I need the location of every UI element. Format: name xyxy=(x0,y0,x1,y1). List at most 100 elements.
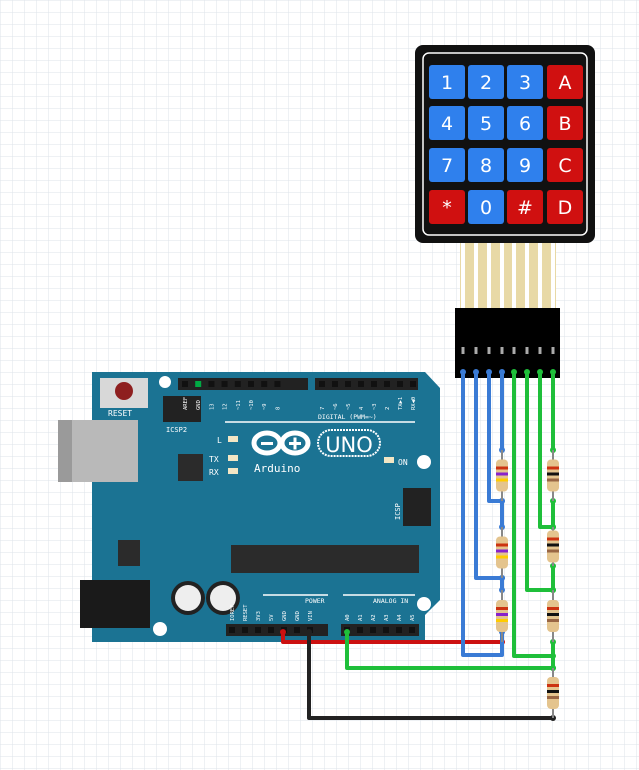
wire-col-1[interactable] xyxy=(512,372,553,658)
arduino-logo: UNO Arduino xyxy=(251,429,381,475)
icsp2-label: ICSP2 xyxy=(166,426,187,434)
key-7[interactable]: 7 xyxy=(429,148,465,182)
digital-label: DIGITAL (PWM=~) xyxy=(318,413,377,421)
key-label: 3 xyxy=(519,72,531,94)
keypad: 1 2 3 A 4 5 6 B 7 8 9 C * 0 # D xyxy=(415,45,595,378)
resistor-4[interactable] xyxy=(547,459,559,492)
icsp-header xyxy=(403,488,431,526)
key-6[interactable]: 6 xyxy=(507,106,543,140)
key-label: 8 xyxy=(480,155,492,177)
reset-label: RESET xyxy=(108,409,132,418)
digital-pin-label: ~11 xyxy=(236,400,242,410)
wire-gnd[interactable] xyxy=(307,632,553,720)
icsp2-header xyxy=(163,396,201,422)
key-4[interactable]: 4 xyxy=(429,106,465,140)
led-ON xyxy=(384,457,394,463)
brand-label: Arduino xyxy=(254,462,300,475)
digital-pin-label: ~9 xyxy=(262,403,268,410)
led-TX xyxy=(228,455,238,461)
resistor-1[interactable] xyxy=(496,459,508,492)
key-1[interactable]: 1 xyxy=(429,65,465,99)
led-RX xyxy=(228,468,238,474)
digital-pin-label: 4 xyxy=(359,406,365,410)
digital-pin-label: 12 xyxy=(223,403,229,410)
digital-pin-label: RX◀0 xyxy=(411,397,417,410)
key-8[interactable]: 8 xyxy=(468,148,504,182)
key-label: 6 xyxy=(519,113,531,135)
key-5[interactable]: 5 xyxy=(468,106,504,140)
key-label: B xyxy=(558,113,571,135)
resistors xyxy=(496,450,559,718)
wires xyxy=(280,369,556,721)
key-label: D xyxy=(558,197,573,219)
digital-pin-label: ~6 xyxy=(333,403,339,410)
wire-col-2[interactable] xyxy=(525,372,553,592)
key-A[interactable]: A xyxy=(547,65,583,99)
key-#[interactable]: # xyxy=(507,190,543,224)
model-label: UNO xyxy=(325,433,373,457)
power-pin-label: GND xyxy=(295,611,301,621)
key-label: A xyxy=(559,72,572,94)
key-label: 2 xyxy=(480,72,492,94)
keypad-connector xyxy=(455,308,560,378)
resistor-5[interactable] xyxy=(547,530,559,563)
key-label: C xyxy=(558,155,571,177)
digital-pin-label: 13 xyxy=(209,403,215,410)
wire-row-3[interactable] xyxy=(487,372,502,503)
key-label: * xyxy=(442,197,452,219)
key-D[interactable]: D xyxy=(547,190,583,224)
wire-row-2[interactable] xyxy=(474,372,502,580)
power-pin-label: 5V xyxy=(269,614,275,621)
key-9[interactable]: 9 xyxy=(507,148,543,182)
digital-pin-label: 8 xyxy=(275,407,281,410)
power-label: POWER xyxy=(305,597,325,605)
key-3[interactable]: 3 xyxy=(507,65,543,99)
power-pin-label: RESET xyxy=(243,604,249,621)
voltage-regulator xyxy=(118,540,140,566)
key-*[interactable]: * xyxy=(429,190,465,224)
wire-col-3[interactable] xyxy=(538,372,553,529)
icsp-label: ICSP xyxy=(394,503,402,520)
analog-pin-label: A3 xyxy=(384,614,390,621)
resistor-7[interactable] xyxy=(547,677,559,709)
key-C[interactable]: C xyxy=(547,148,583,182)
digital-pin-label: ~10 xyxy=(249,400,255,410)
led-label: ON xyxy=(398,458,408,467)
analog-pin-label: A5 xyxy=(410,614,416,621)
digital-pin-label: 7 xyxy=(320,407,326,410)
analog-pin-label: A2 xyxy=(371,614,377,621)
wire-5v[interactable] xyxy=(281,632,502,644)
key-2[interactable]: 2 xyxy=(468,65,504,99)
digital-pin-label: GND xyxy=(196,400,202,410)
led-label: L xyxy=(217,436,222,445)
analog-pin-label: A0 xyxy=(345,614,351,621)
resistor-2[interactable] xyxy=(496,536,508,569)
key-label: 7 xyxy=(441,155,453,177)
chip-small xyxy=(178,454,203,481)
key-label: 9 xyxy=(519,155,531,177)
digital-pin-label: ~5 xyxy=(346,403,352,410)
analog-label: ANALOG IN xyxy=(373,597,408,605)
key-0[interactable]: 0 xyxy=(468,190,504,224)
arduino-board xyxy=(92,372,440,642)
wire-a0[interactable] xyxy=(345,632,553,670)
key-label: # xyxy=(517,197,533,219)
resistor-6[interactable] xyxy=(547,600,559,632)
resistor-3[interactable] xyxy=(496,600,508,632)
power-pin-label: GND xyxy=(282,611,288,621)
power-pin-label: 3V3 xyxy=(256,611,262,621)
key-label: 1 xyxy=(441,72,453,94)
digital-pin-label: 2 xyxy=(385,407,391,410)
power-pin-label: VIN xyxy=(308,611,314,621)
digital-pin-label: AREF xyxy=(183,397,189,410)
key-label: 4 xyxy=(441,113,453,135)
led-label: RX xyxy=(209,468,219,477)
led-L xyxy=(228,436,238,442)
key-label: 5 xyxy=(480,113,492,135)
wire-row-1[interactable] xyxy=(461,372,504,657)
key-B[interactable]: B xyxy=(547,106,583,140)
power-pin-label: IOREF xyxy=(230,604,236,621)
power-jack xyxy=(80,580,150,628)
